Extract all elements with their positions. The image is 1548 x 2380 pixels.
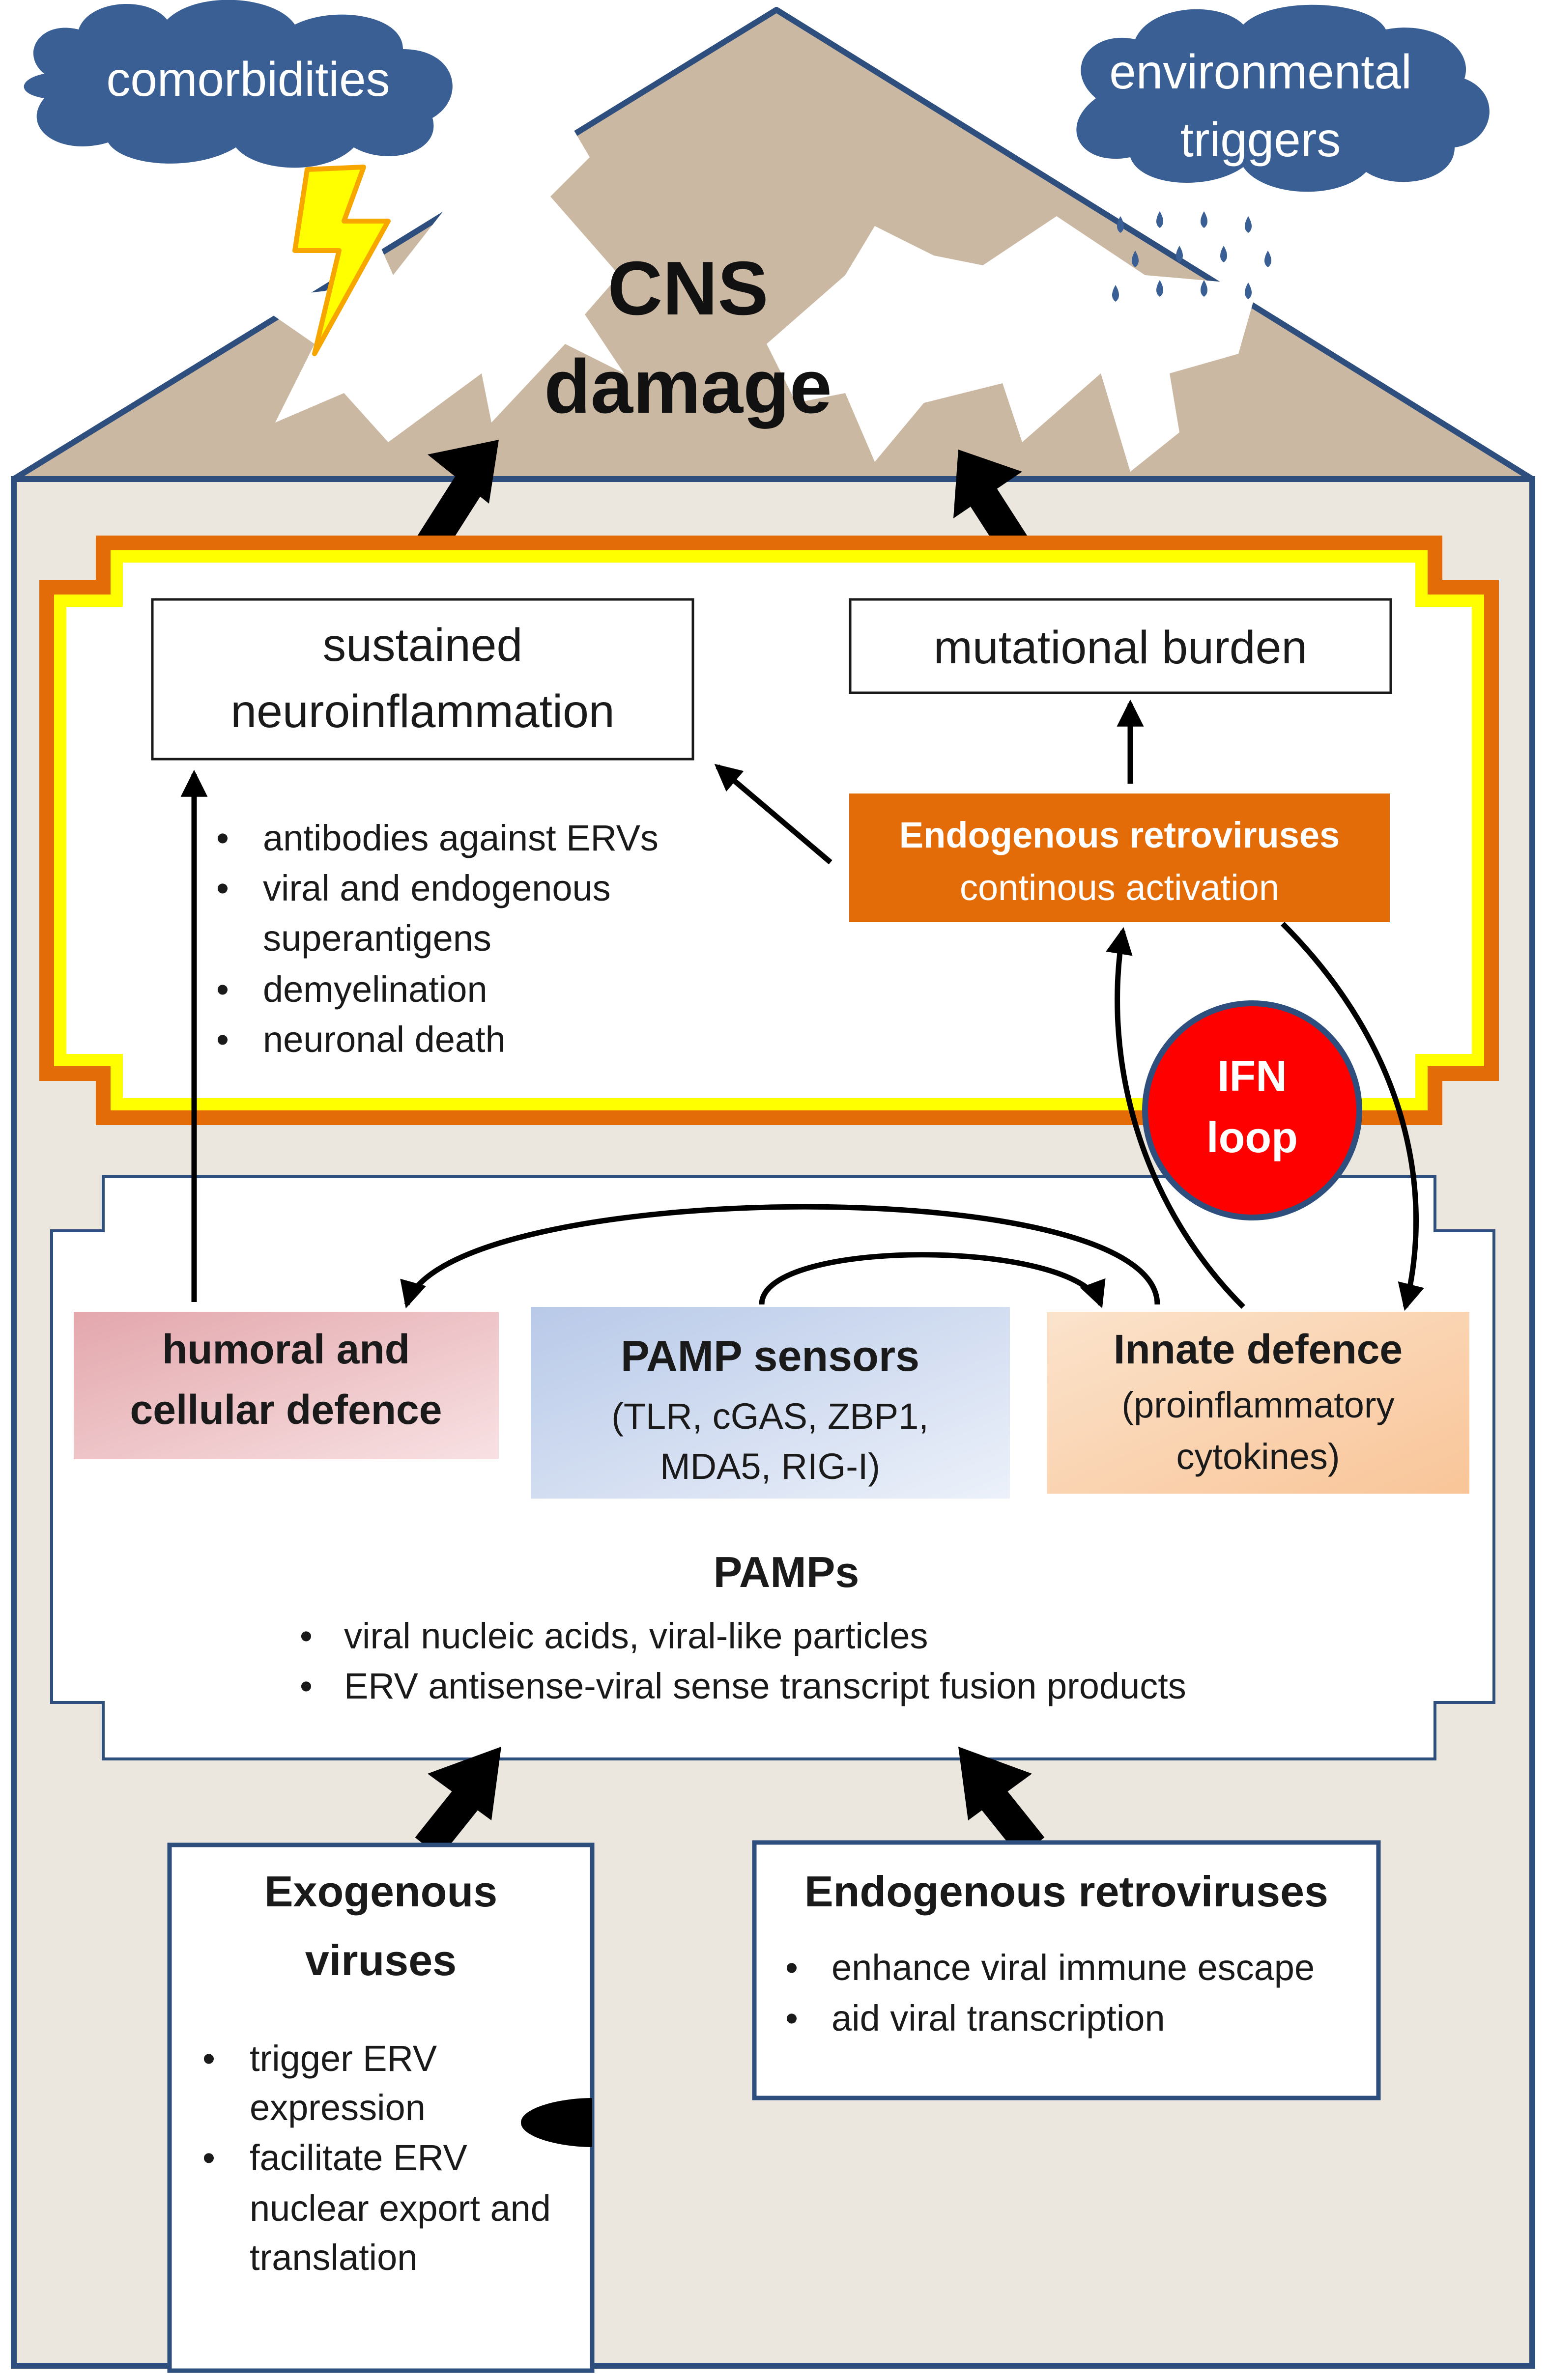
innate-defence-line2: cytokines) — [1176, 1436, 1340, 1477]
pamp-sensors-line2: MDA5, RIG-I) — [660, 1446, 880, 1487]
humoral-line1: humoral and — [162, 1326, 410, 1372]
erv-activation-box — [849, 793, 1390, 922]
svg-text:•: • — [300, 1615, 313, 1656]
svg-text:•: • — [216, 868, 229, 908]
innate-defence-title: Innate defence — [1114, 1326, 1403, 1372]
neuroinflammation-line1: sustained — [323, 619, 523, 671]
arrow-exogenous-to-pamps — [415, 1747, 501, 1858]
rain-icon — [1112, 211, 1271, 302]
pamp-sensors-title: PAMP sensors — [621, 1332, 919, 1380]
exogenous-connector-knob — [521, 2098, 592, 2147]
arrow-innate-to-erv — [1106, 927, 1245, 1309]
erv-activation-title: Endogenous retroviruses — [899, 815, 1340, 855]
humoral-defence-box — [74, 1312, 499, 1459]
ifn-loop-circle — [1142, 1000, 1362, 1220]
svg-text:•: • — [785, 1947, 798, 1988]
erv-activation-subtitle: continous activation — [960, 867, 1279, 908]
endogenous-retroviruses-box — [752, 1840, 1381, 2100]
neuroinflammation-bullets: • antibodies against ERVs • viral and en… — [216, 818, 659, 1060]
mutational-burden-label: mutational burden — [934, 622, 1308, 674]
arrow-erv-to-neuroinflammation — [714, 764, 832, 865]
bullet-antibodies: antibodies against ERVs — [263, 818, 659, 858]
pamps-bullet-2: ERV antisense-viral sense transcript fus… — [344, 1666, 1186, 1706]
exogenous-viruses-box — [167, 1842, 595, 2373]
pamp-sensors-line1: (TLR, cGAS, ZBP1, — [611, 1396, 929, 1437]
comorbidities-cloud: comorbidities — [24, 0, 453, 168]
innate-defence-box — [1047, 1312, 1469, 1494]
svg-text:•: • — [216, 818, 229, 858]
exogenous-title-1: Exogenous — [264, 1867, 497, 1916]
exogenous-bullet-1b: expression — [250, 2087, 426, 2128]
mutational-burden-box — [849, 598, 1392, 694]
pamps-title: PAMPs — [714, 1548, 860, 1596]
pamp-sensors-box — [531, 1307, 1010, 1499]
arrow-erv-to-innate — [1281, 922, 1424, 1311]
bullet-superantigens-2: superantigens — [263, 918, 491, 959]
arrow-sensors-to-innate — [759, 1252, 1106, 1308]
innate-defence-line1: (proinflammatory — [1121, 1385, 1394, 1425]
ifn-loop-line2: loop — [1206, 1113, 1298, 1162]
svg-text:•: • — [216, 1019, 229, 1060]
neuroinflammation-line2: neuroinflammation — [230, 685, 615, 737]
lightning-icon — [292, 165, 391, 356]
roof-crack-left — [251, 74, 624, 442]
cns-subtitle: damage — [544, 344, 832, 429]
arrow-innate-to-humoral — [400, 1204, 1160, 1308]
exogenous-bullet-1a: trigger ERV — [250, 2038, 437, 2079]
exogenous-bullet-2b: nuclear export and — [250, 2188, 551, 2229]
environmental-triggers-cloud: environmental triggers — [1076, 4, 1490, 192]
arrow-endogenous-to-pamps — [958, 1747, 1045, 1858]
exogenous-bullet-2c: translation — [250, 2237, 417, 2278]
svg-text:•: • — [785, 1998, 798, 2039]
ifn-loop-line1: IFN — [1217, 1051, 1287, 1100]
svg-text:•: • — [300, 1666, 313, 1706]
svg-text:•: • — [216, 969, 229, 1010]
bullet-demyelination: demyelination — [263, 969, 487, 1010]
neuroinflammation-box — [151, 598, 694, 761]
svg-text:•: • — [202, 2038, 215, 2079]
bullet-superantigens-1: viral and endogenous — [263, 868, 611, 908]
environmental-label: environmental — [1109, 45, 1412, 99]
exogenous-bullet-2a: facilitate ERV — [250, 2137, 467, 2178]
endogenous-title: Endogenous retroviruses — [804, 1867, 1328, 1916]
triggers-label: triggers — [1180, 113, 1341, 167]
cns-title: CNS — [607, 246, 768, 331]
endogenous-bullet-1: enhance viral immune escape — [831, 1947, 1315, 1988]
exogenous-title-2: viruses — [305, 1936, 457, 1984]
svg-text:•: • — [202, 2137, 215, 2178]
endogenous-bullet-2: aid viral transcription — [831, 1998, 1165, 2039]
humoral-line2: cellular defence — [130, 1387, 442, 1433]
pamps-bullet-1: viral nucleic acids, viral-like particle… — [344, 1615, 928, 1656]
roof-crack-right — [767, 216, 1258, 472]
comorbidities-label: comorbidities — [106, 52, 390, 106]
bullet-neuronal-death: neuronal death — [263, 1019, 506, 1060]
